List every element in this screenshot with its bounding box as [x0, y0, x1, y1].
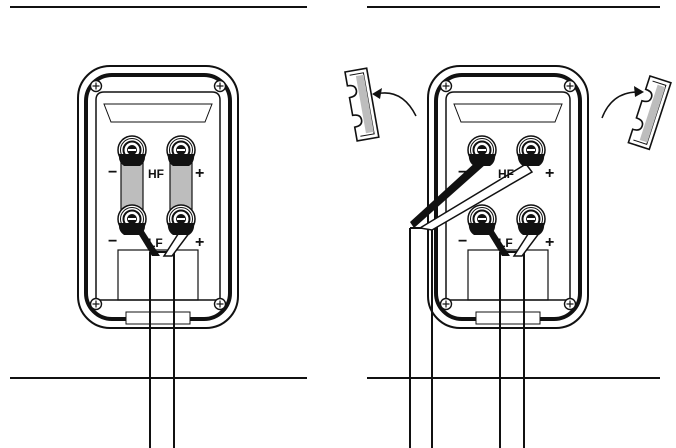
panel-left: − HF + − LF +	[10, 6, 307, 448]
screw-icon	[563, 297, 577, 311]
lf-label: LF	[148, 236, 163, 250]
lf-plus-label: +	[195, 234, 204, 251]
curved-arrow-icon	[375, 92, 417, 117]
hf-minus-label: −	[108, 164, 117, 181]
hf-positive-wire	[417, 163, 534, 231]
lf-minus-label: −	[108, 233, 117, 250]
curved-arrow-icon	[601, 91, 639, 119]
binding-post-icon	[467, 135, 497, 167]
lf-plus-label: +	[545, 234, 554, 251]
lf-label: LF	[498, 236, 513, 250]
jumper-strip-icon	[344, 67, 380, 142]
hf-minus-label: −	[458, 164, 467, 181]
binding-post-icon	[516, 135, 546, 167]
binding-post-icon	[516, 204, 546, 236]
screw-icon	[439, 79, 453, 93]
screw-icon	[89, 79, 103, 93]
hf-plus-label: +	[545, 165, 554, 182]
binding-post-icon	[467, 204, 497, 236]
jumper-strip-icon	[169, 161, 193, 211]
hf-label: HF	[498, 167, 514, 181]
hf-negative-wire	[410, 160, 486, 228]
negative-wire	[136, 228, 160, 256]
screw-icon	[563, 79, 577, 93]
screw-icon	[439, 297, 453, 311]
hf-plus-label: +	[195, 165, 204, 182]
binding-post-icon	[117, 135, 147, 167]
screw-icon	[89, 297, 103, 311]
binding-post-icon	[166, 204, 196, 236]
jumper-strip-icon	[120, 161, 144, 211]
hf-label: HF	[148, 167, 164, 181]
screw-icon	[213, 79, 227, 93]
lf-negative-wire	[486, 228, 510, 256]
panel-right: − HF + − LF +	[344, 6, 672, 448]
binding-post-icon	[117, 204, 147, 236]
lf-minus-label: −	[458, 233, 467, 250]
screw-icon	[213, 297, 227, 311]
removed-jumper-left	[344, 67, 380, 142]
binding-post-icon	[166, 135, 196, 167]
